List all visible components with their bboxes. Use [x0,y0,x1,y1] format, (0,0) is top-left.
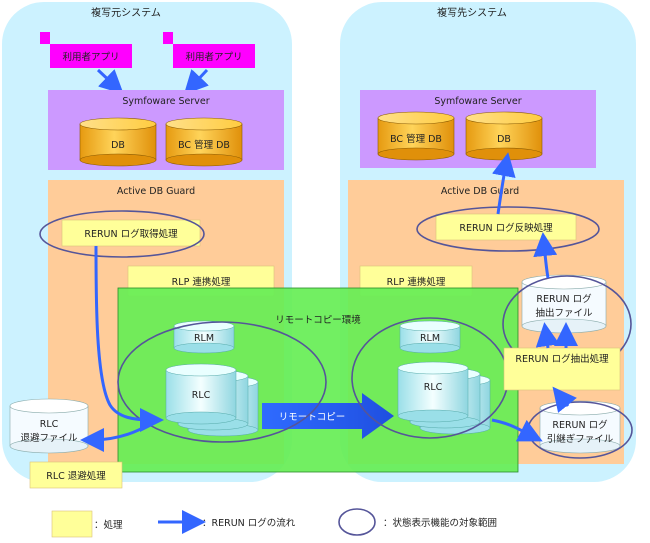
rerun-extract-process [503,347,621,391]
target-system-title: 複写先システム [437,6,507,19]
source-server-title: Symfoware Server [122,96,209,107]
rerun-apply-label: RERUN ログ反映処理 [459,222,553,234]
app-box-left [50,44,132,68]
target-server-title: Symfoware Server [434,96,521,107]
source-rlm-cylinder [173,320,235,354]
source-bc-db-label: BC 管理 DB [178,139,230,151]
target-db-label: DB [497,134,511,145]
flow-arrow-extract-up-left [535,322,560,349]
flow-arrow-to-takeover [491,418,543,442]
app-stripe-right [163,32,173,44]
app-label-right: 利用者アプリ [185,51,242,63]
source-rlc-target-ellipse [117,321,327,443]
legend-target-label: ：状態表示機能の対象範囲 [383,517,497,529]
source-rlm-label: RLM [194,333,214,344]
rlc-evac-file-label-2: 退避ファイル [20,432,78,444]
rerun-extract-label: RERUN ログ抽出処理 [515,353,609,365]
target-bc-db-label: BC 管理 DB [390,133,442,145]
flow-arrow-apply-to-db [491,152,516,215]
source-rlc-stack [165,363,259,437]
flow-arrow-app-right [183,68,209,95]
legend-process-label: ：処理 [94,519,123,531]
rerun-extract-file-label-2: 抽出ファイル [535,307,593,319]
target-rlc-stack [397,361,491,435]
rerun-apply-target-ellipse [416,206,600,252]
legend-process-swatch [51,510,93,538]
flow-arrow-source-down [94,245,164,432]
rlc-evac-label: RLC 退避処理 [46,470,106,482]
target-rlm-cylinder [399,320,461,354]
target-db-cylinder [465,111,543,161]
remote-copy-arrow [262,393,394,439]
app-label-left: 利用者アプリ [62,51,119,63]
rerun-extract-file-label-1: RERUN ログ [536,293,592,305]
flow-arrow-takeover-up [552,386,577,413]
source-rlc-label: RLC [192,390,211,401]
rerun-get-process [61,219,201,247]
app-stripe-left [40,32,50,44]
remote-copy-label: リモートコピー [279,412,346,423]
target-rlm-label: RLM [420,333,440,344]
rlc-evac-process [29,461,123,489]
legend-flow-label: ：RERUN ログの流れ [202,517,296,529]
source-db-label: DB [111,140,125,151]
source-bc-db-cylinder [165,117,243,167]
target-bc-db-cylinder [377,111,455,161]
source-guard-title: Active DB Guard [117,186,195,197]
flow-arrow-to-evac [80,422,151,452]
remote-env-title: リモートコピー環境 [275,314,361,326]
target-guard-title: Active DB Guard [441,186,519,197]
rlp-source-label: RLP 連携処理 [172,276,231,288]
flow-arrow-to-apply [533,232,558,279]
rlc-evac-file-cylinder [9,398,89,454]
rerun-takeover-file-label-2: 引継ぎファイル [547,433,614,445]
rerun-extract-file-cylinder [521,274,607,334]
rlp-target-label: RLP 連携処理 [387,276,446,288]
legend-target-ellipse [338,508,376,536]
source-system-title: 複写元システム [91,6,161,19]
app-box-right [173,44,255,68]
source-db-cylinder [79,117,157,167]
rerun-get-label: RERUN ログ取得処理 [84,228,178,240]
rerun-get-target-ellipse [39,210,205,258]
target-rlc-label: RLC [424,382,443,393]
rlc-evac-file-label-1: RLC [40,419,59,430]
rerun-takeover-file-label-1: RERUN ログ [552,419,608,431]
flow-arrow-app-left [96,68,124,95]
